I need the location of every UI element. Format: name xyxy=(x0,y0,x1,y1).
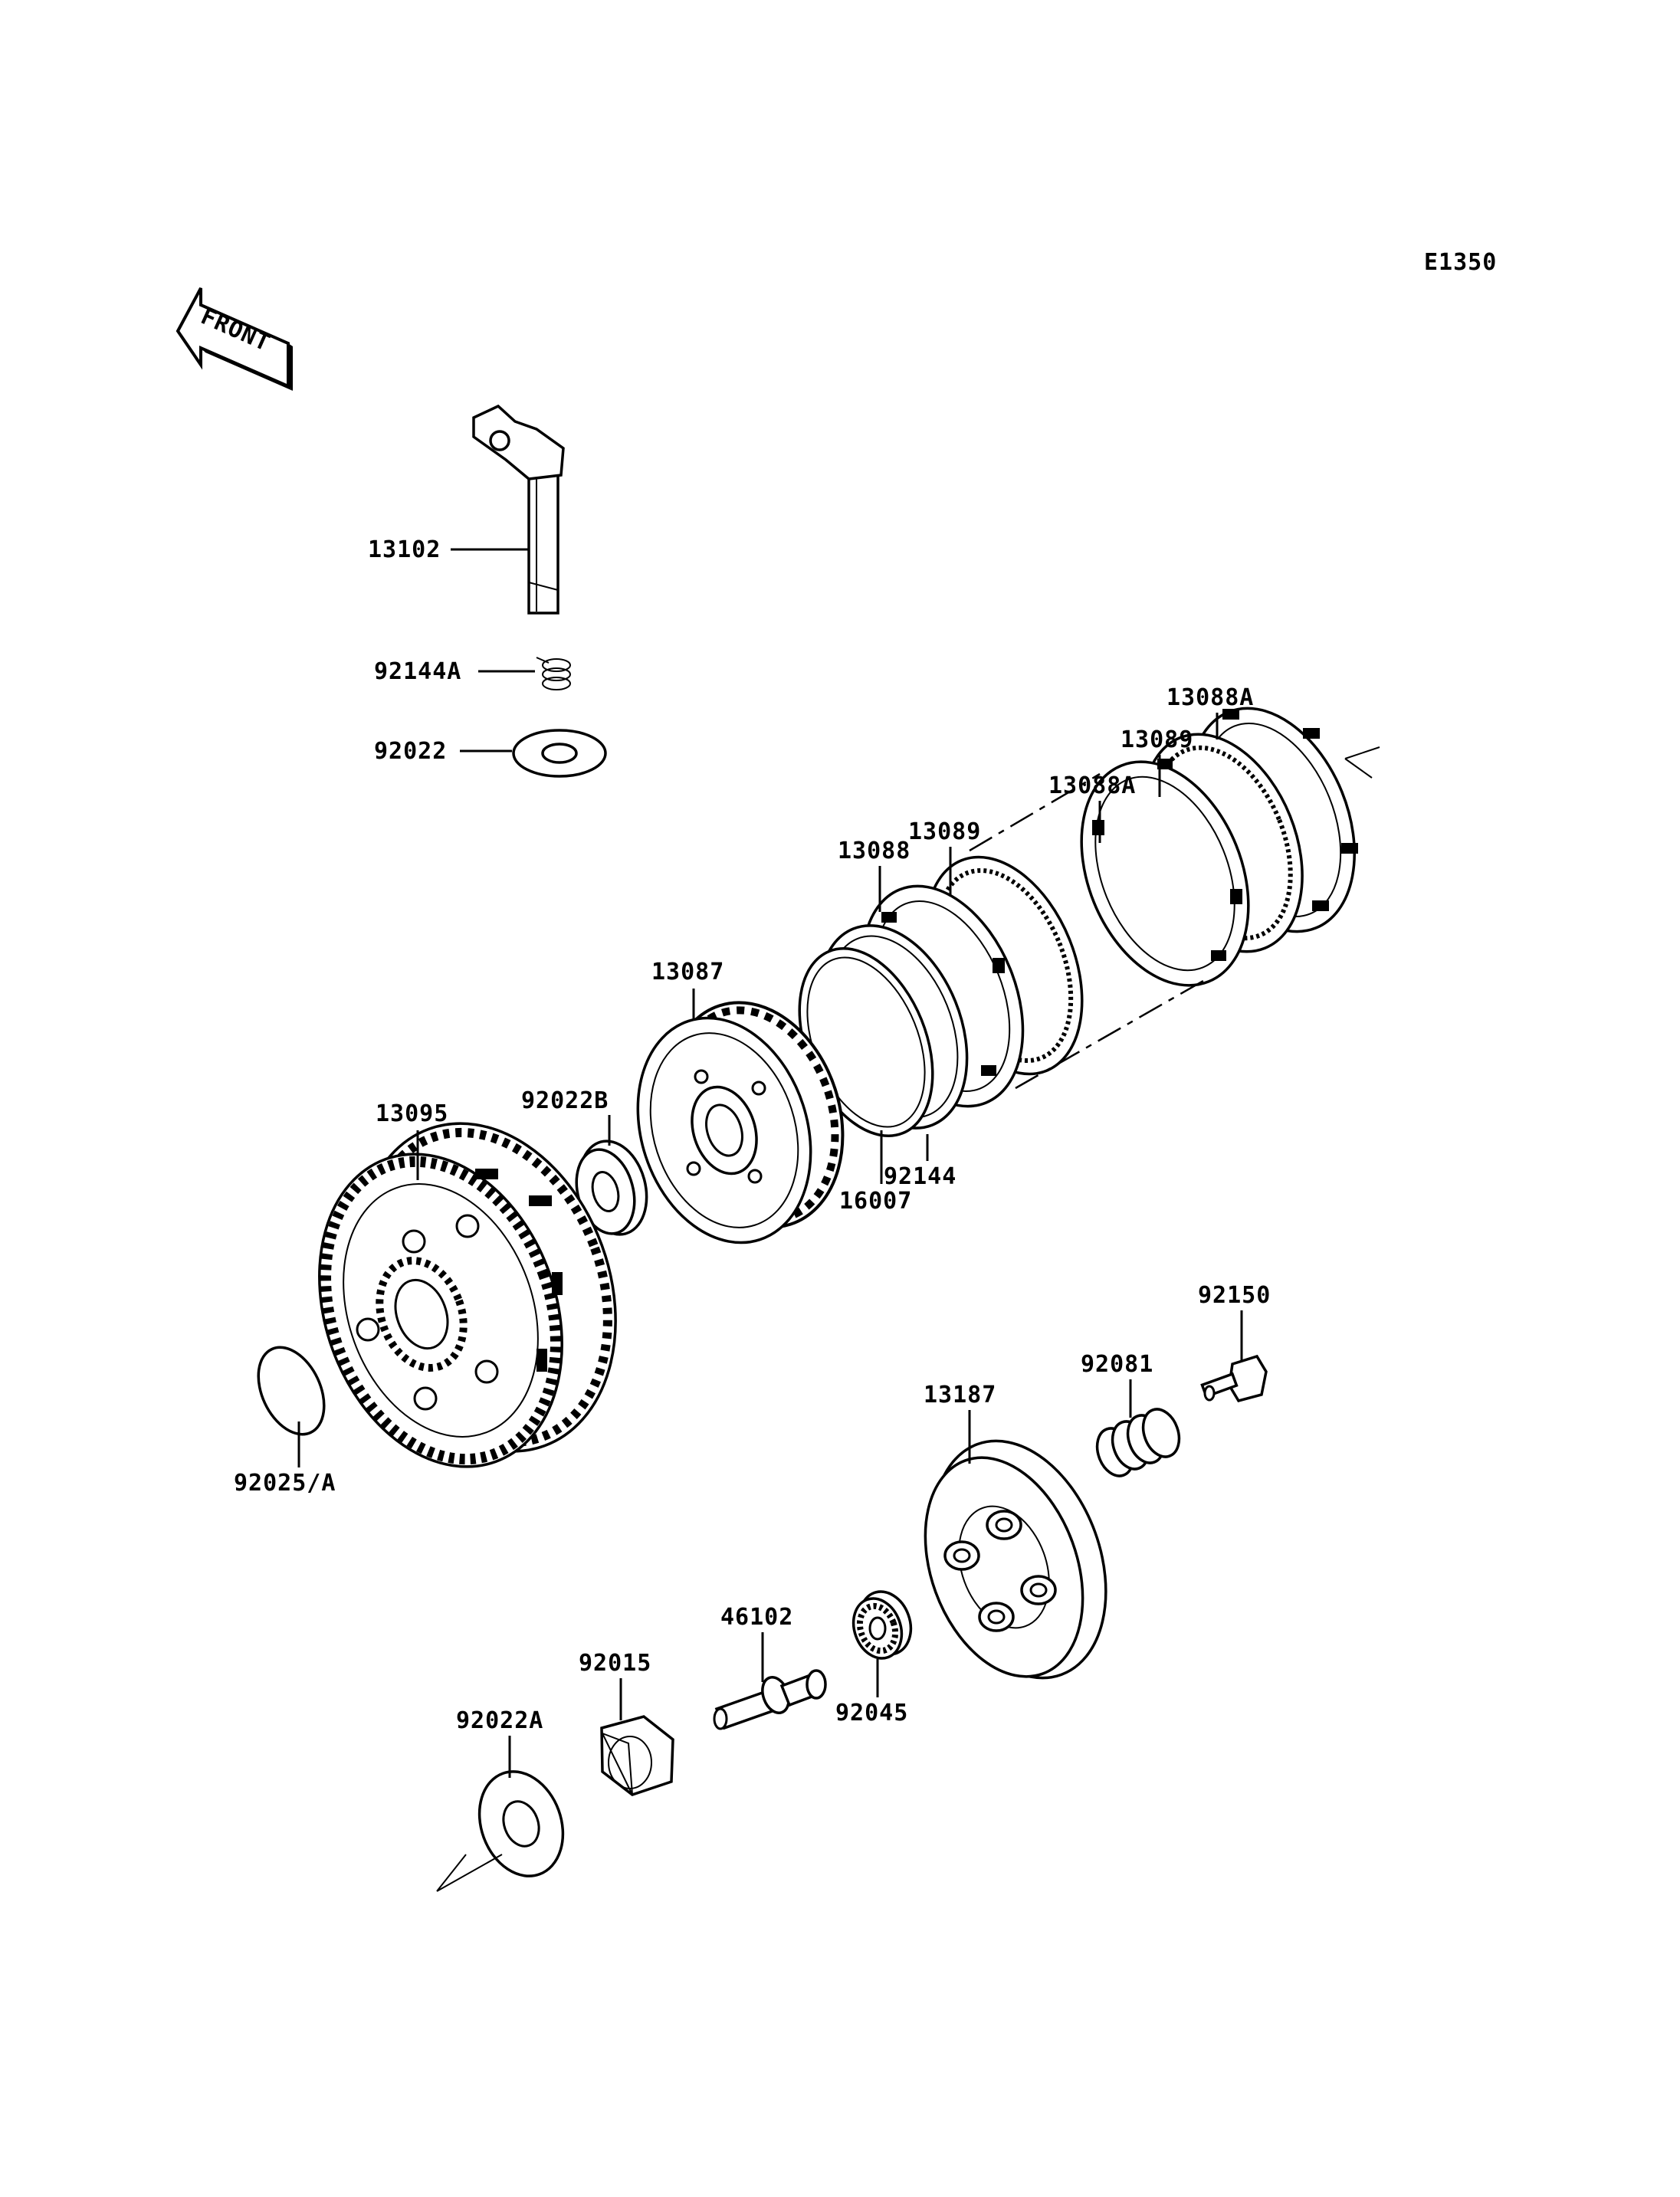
part-92022B-washer xyxy=(575,1139,648,1236)
assembly-arrow-left xyxy=(436,1854,503,1892)
label-92022: 92022 xyxy=(374,738,447,765)
part-92025A-washer xyxy=(257,1346,326,1436)
label-13088A-mid: 13088A xyxy=(1048,772,1136,799)
part-46102-push-rod xyxy=(713,1669,827,1730)
label-13088A-rear: 13088A xyxy=(1166,684,1254,711)
label-13089-rear: 13089 xyxy=(1121,726,1193,753)
assembly-line-upper xyxy=(969,772,1101,852)
part-92045-bearing xyxy=(851,1590,913,1660)
part-92150-bolt xyxy=(1200,1354,1268,1403)
assembly-arrow-right xyxy=(1344,746,1380,779)
label-46102: 46102 xyxy=(720,1604,793,1631)
part-92081-spring xyxy=(1095,1408,1181,1477)
front-arrow-icon: FRONT xyxy=(176,287,293,391)
label-92081: 92081 xyxy=(1081,1351,1153,1378)
label-92150: 92150 xyxy=(1198,1282,1271,1309)
label-13087: 13087 xyxy=(651,959,724,985)
label-13088-front: 13088 xyxy=(838,838,911,864)
label-13102: 13102 xyxy=(368,536,441,563)
label-16007: 16007 xyxy=(839,1188,912,1215)
label-92025A: 92025/A xyxy=(234,1470,336,1497)
part-92015-nut xyxy=(600,1715,674,1796)
label-13187: 13187 xyxy=(924,1382,996,1408)
label-92144A: 92144A xyxy=(374,658,461,685)
assembly-line-lower xyxy=(1015,979,1204,1090)
diagram-code: E1350 xyxy=(1424,249,1497,276)
part-13087-clutch-hub xyxy=(636,1001,845,1244)
part-13095-clutch-housing xyxy=(318,1122,617,1468)
part-92022A-washer xyxy=(477,1770,565,1877)
label-13095: 13095 xyxy=(376,1100,448,1127)
label-92022A: 92022A xyxy=(456,1707,543,1734)
part-13102-release-shaft xyxy=(472,404,565,615)
label-92022B: 92022B xyxy=(521,1087,609,1114)
part-92144A-spring xyxy=(536,657,571,690)
label-13089-front: 13089 xyxy=(908,818,981,845)
label-92015: 92015 xyxy=(579,1650,651,1677)
part-13187-pressure-plate xyxy=(924,1439,1107,1680)
part-92022-washer xyxy=(512,729,607,778)
label-92144: 92144 xyxy=(884,1163,956,1190)
part-13088A-friction-plate-mid xyxy=(1080,759,1250,987)
label-92045: 92045 xyxy=(835,1700,908,1726)
